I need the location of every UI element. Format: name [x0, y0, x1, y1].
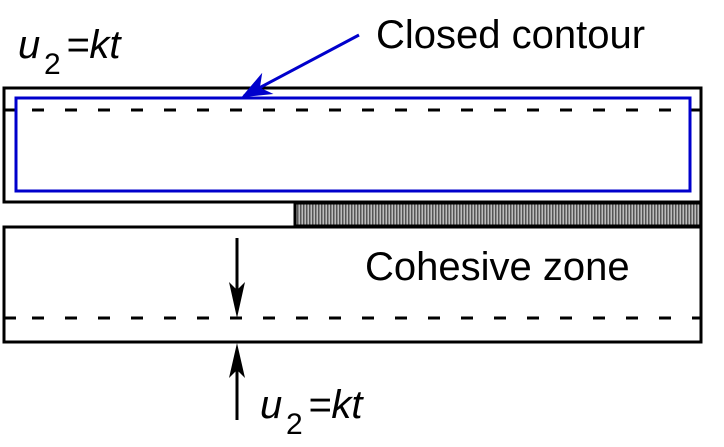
down-arrow-head — [229, 282, 245, 318]
bottom-displacement-label: u 2 =kt — [260, 383, 364, 441]
top-label-var: u — [18, 23, 40, 67]
lower-body — [2, 225, 703, 344]
top-label-rhs: =kt — [66, 23, 122, 67]
bottom-label-var: u — [260, 383, 282, 427]
top-displacement-label: u 2 =kt — [18, 23, 122, 81]
upper-body — [2, 86, 703, 204]
cohesive-zone-strip — [293, 201, 703, 228]
up-arrow-head — [229, 343, 245, 378]
bottom-label-sub: 2 — [286, 408, 303, 441]
top-label-sub: 2 — [44, 48, 61, 81]
closed-contour — [14, 96, 692, 193]
closed-contour-label: Closed contour — [376, 13, 645, 57]
bottom-label-rhs: =kt — [308, 383, 364, 427]
closed-contour-pointer-arrow — [241, 33, 360, 98]
cohesive-zone-label: Cohesive zone — [365, 245, 630, 289]
